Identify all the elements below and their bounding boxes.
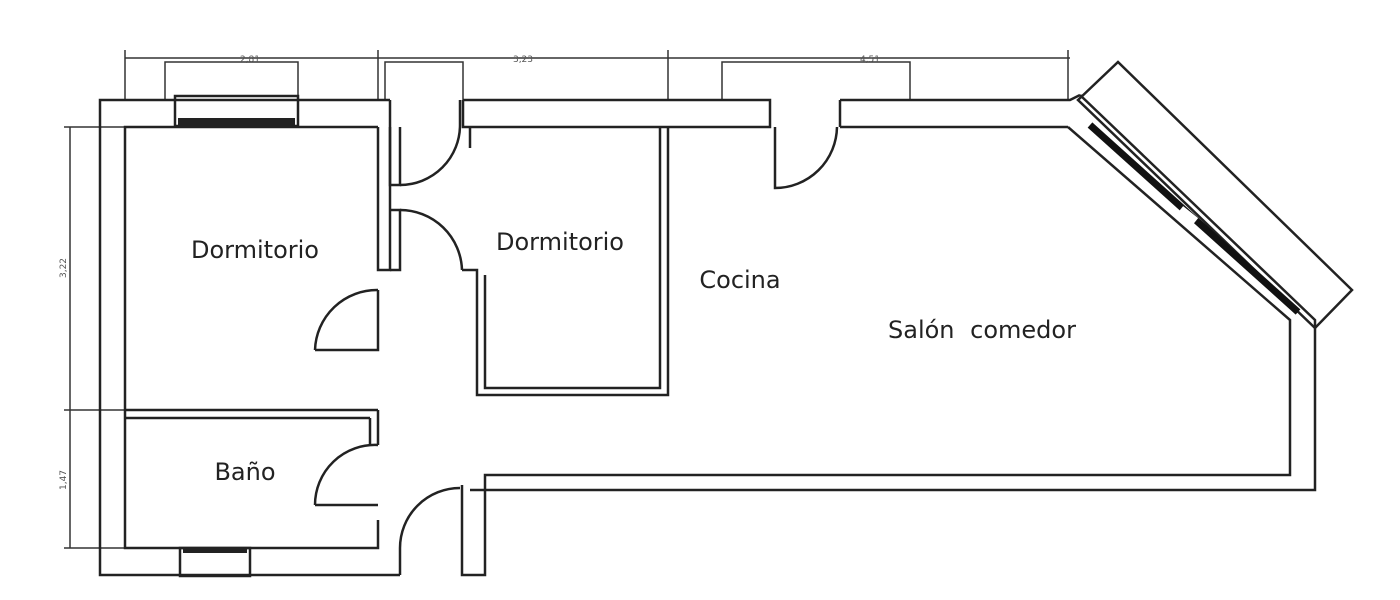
room-label-kitchen: Cocina (699, 266, 780, 294)
dimension-top-2: 3,23 (513, 55, 533, 65)
dimension-top-1: 2,81 (240, 55, 260, 65)
room-label-bedroom-2: Dormitorio (496, 228, 624, 256)
dimension-left-1: 3,22 (59, 258, 69, 278)
walls (98, 60, 1354, 578)
dimension-left-2: 1,47 (59, 470, 69, 490)
room-label-bathroom: Baño (214, 458, 275, 486)
room-label-living-dining: Salón comedor (888, 316, 1076, 344)
room-label-bedroom-1: Dormitorio (191, 236, 319, 264)
dimension-top-3: 4,51 (860, 55, 880, 65)
dimension-lines (64, 50, 1070, 549)
window (183, 548, 247, 553)
window (178, 118, 295, 125)
door-swings (313, 100, 839, 575)
